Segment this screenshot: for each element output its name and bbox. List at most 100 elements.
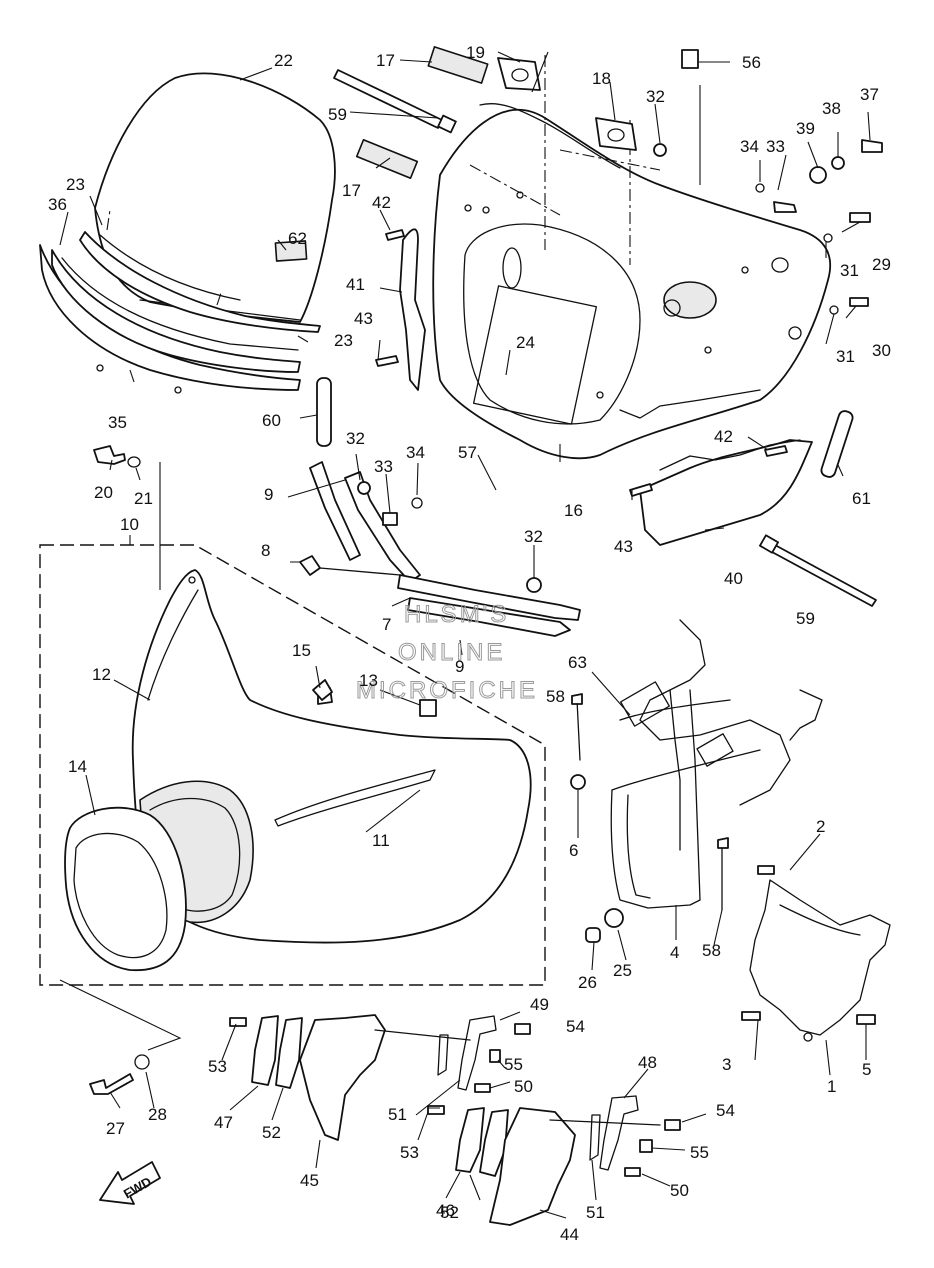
callout: 52 [440,1203,459,1222]
callout: 56 [742,53,761,72]
callout: 52 [262,1123,281,1142]
callout: 16 [564,501,583,520]
callout: 9 [455,657,464,676]
watermark-line-1: HLSM'S [404,601,509,628]
callout: 31 [836,347,855,366]
callout: 54 [566,1017,585,1036]
callout: 40 [724,569,743,588]
callout: 6 [569,841,578,860]
side-brackets [399,228,813,546]
callout: 32 [524,527,543,546]
callout: 43 [614,537,633,556]
callout: 17 [342,181,361,200]
callout: 26 [578,973,597,992]
callout: 23 [334,331,353,350]
callout: 30 [872,341,891,360]
windshield [94,72,336,323]
callout: 48 [638,1053,657,1072]
callout: 20 [94,483,113,502]
callout: 59 [328,105,347,124]
callout: 37 [860,85,879,104]
callout: 8 [261,541,270,560]
fastener-cluster [375,49,883,497]
front-fasteners [93,445,333,701]
lower-visor [39,244,301,394]
callout: 57 [458,443,477,462]
watermark-line-2: ONLINE [398,639,505,666]
callout: 45 [300,1171,319,1190]
callout: 5 [862,1060,871,1079]
callout: 36 [48,195,67,214]
callout: 32 [346,429,365,448]
callout: 55 [690,1143,709,1162]
callout: 44 [560,1225,579,1244]
callout: 10 [120,515,139,534]
callout: 42 [372,193,391,212]
callout: 9 [264,485,273,504]
cable-ties [333,69,877,607]
callout: 13 [359,671,378,690]
callout: 2 [816,817,825,836]
callout: 33 [374,457,393,476]
callout: 19 [466,43,485,62]
callout: 50 [670,1181,689,1200]
callout: 17 [376,51,395,70]
callout: 46 [436,1201,455,1220]
headlight-rim [64,806,187,972]
callout: 15 [292,641,311,660]
callout: 43 [354,309,373,328]
callout: 28 [148,1105,167,1124]
callout: 4 [670,943,679,962]
headlight-stay [570,619,823,943]
callout: 62 [288,229,307,248]
callout: 24 [516,333,535,352]
upper-stays [299,461,581,637]
callout: 42 [714,427,733,446]
watermark: HLSM'S ONLINE MICROFICHE [356,601,538,705]
garnish-strips [79,231,321,333]
callout: 22 [274,51,293,70]
seal-pads [355,46,637,180]
callout: 50 [514,1077,533,1096]
callout: 47 [214,1113,233,1132]
inner-fairing [432,55,832,460]
callout: 63 [568,653,587,672]
callout: 23 [66,175,85,194]
callout: 14 [68,757,87,776]
callout: 29 [872,255,891,274]
callout: 58 [546,687,565,706]
watermark-line-3: MICROFICHE [356,677,538,704]
callout: 18 [592,69,611,88]
rods [316,377,854,478]
forward-arrow: FWD [99,1161,161,1205]
callout: 58 [702,941,721,960]
leader-lines [59,51,871,1219]
callout: 3 [722,1055,731,1074]
lower-covers [229,1014,681,1226]
callout: 21 [134,489,153,508]
callout: 39 [796,119,815,138]
callout: 59 [796,609,815,628]
callout: 38 [822,99,841,118]
callout: 25 [613,961,632,980]
callout: 32 [646,87,665,106]
callout: 61 [852,489,871,508]
callout: 53 [208,1057,227,1076]
callout: 7 [382,615,391,634]
callout: 27 [106,1119,125,1138]
callout: 41 [346,275,365,294]
callout: 11 [372,831,390,850]
callout: 53 [400,1143,419,1162]
callout: 12 [92,665,111,684]
lower-stay [741,865,891,1042]
callout: 34 [740,137,759,156]
callout: 51 [586,1203,605,1222]
callout: 31 [840,261,859,280]
callout: 60 [262,411,281,430]
callout: 1 [827,1077,836,1096]
headlight-bolts [89,1054,150,1095]
callout: 49 [530,995,549,1014]
callout: 34 [406,443,425,462]
callout: 35 [108,413,127,432]
